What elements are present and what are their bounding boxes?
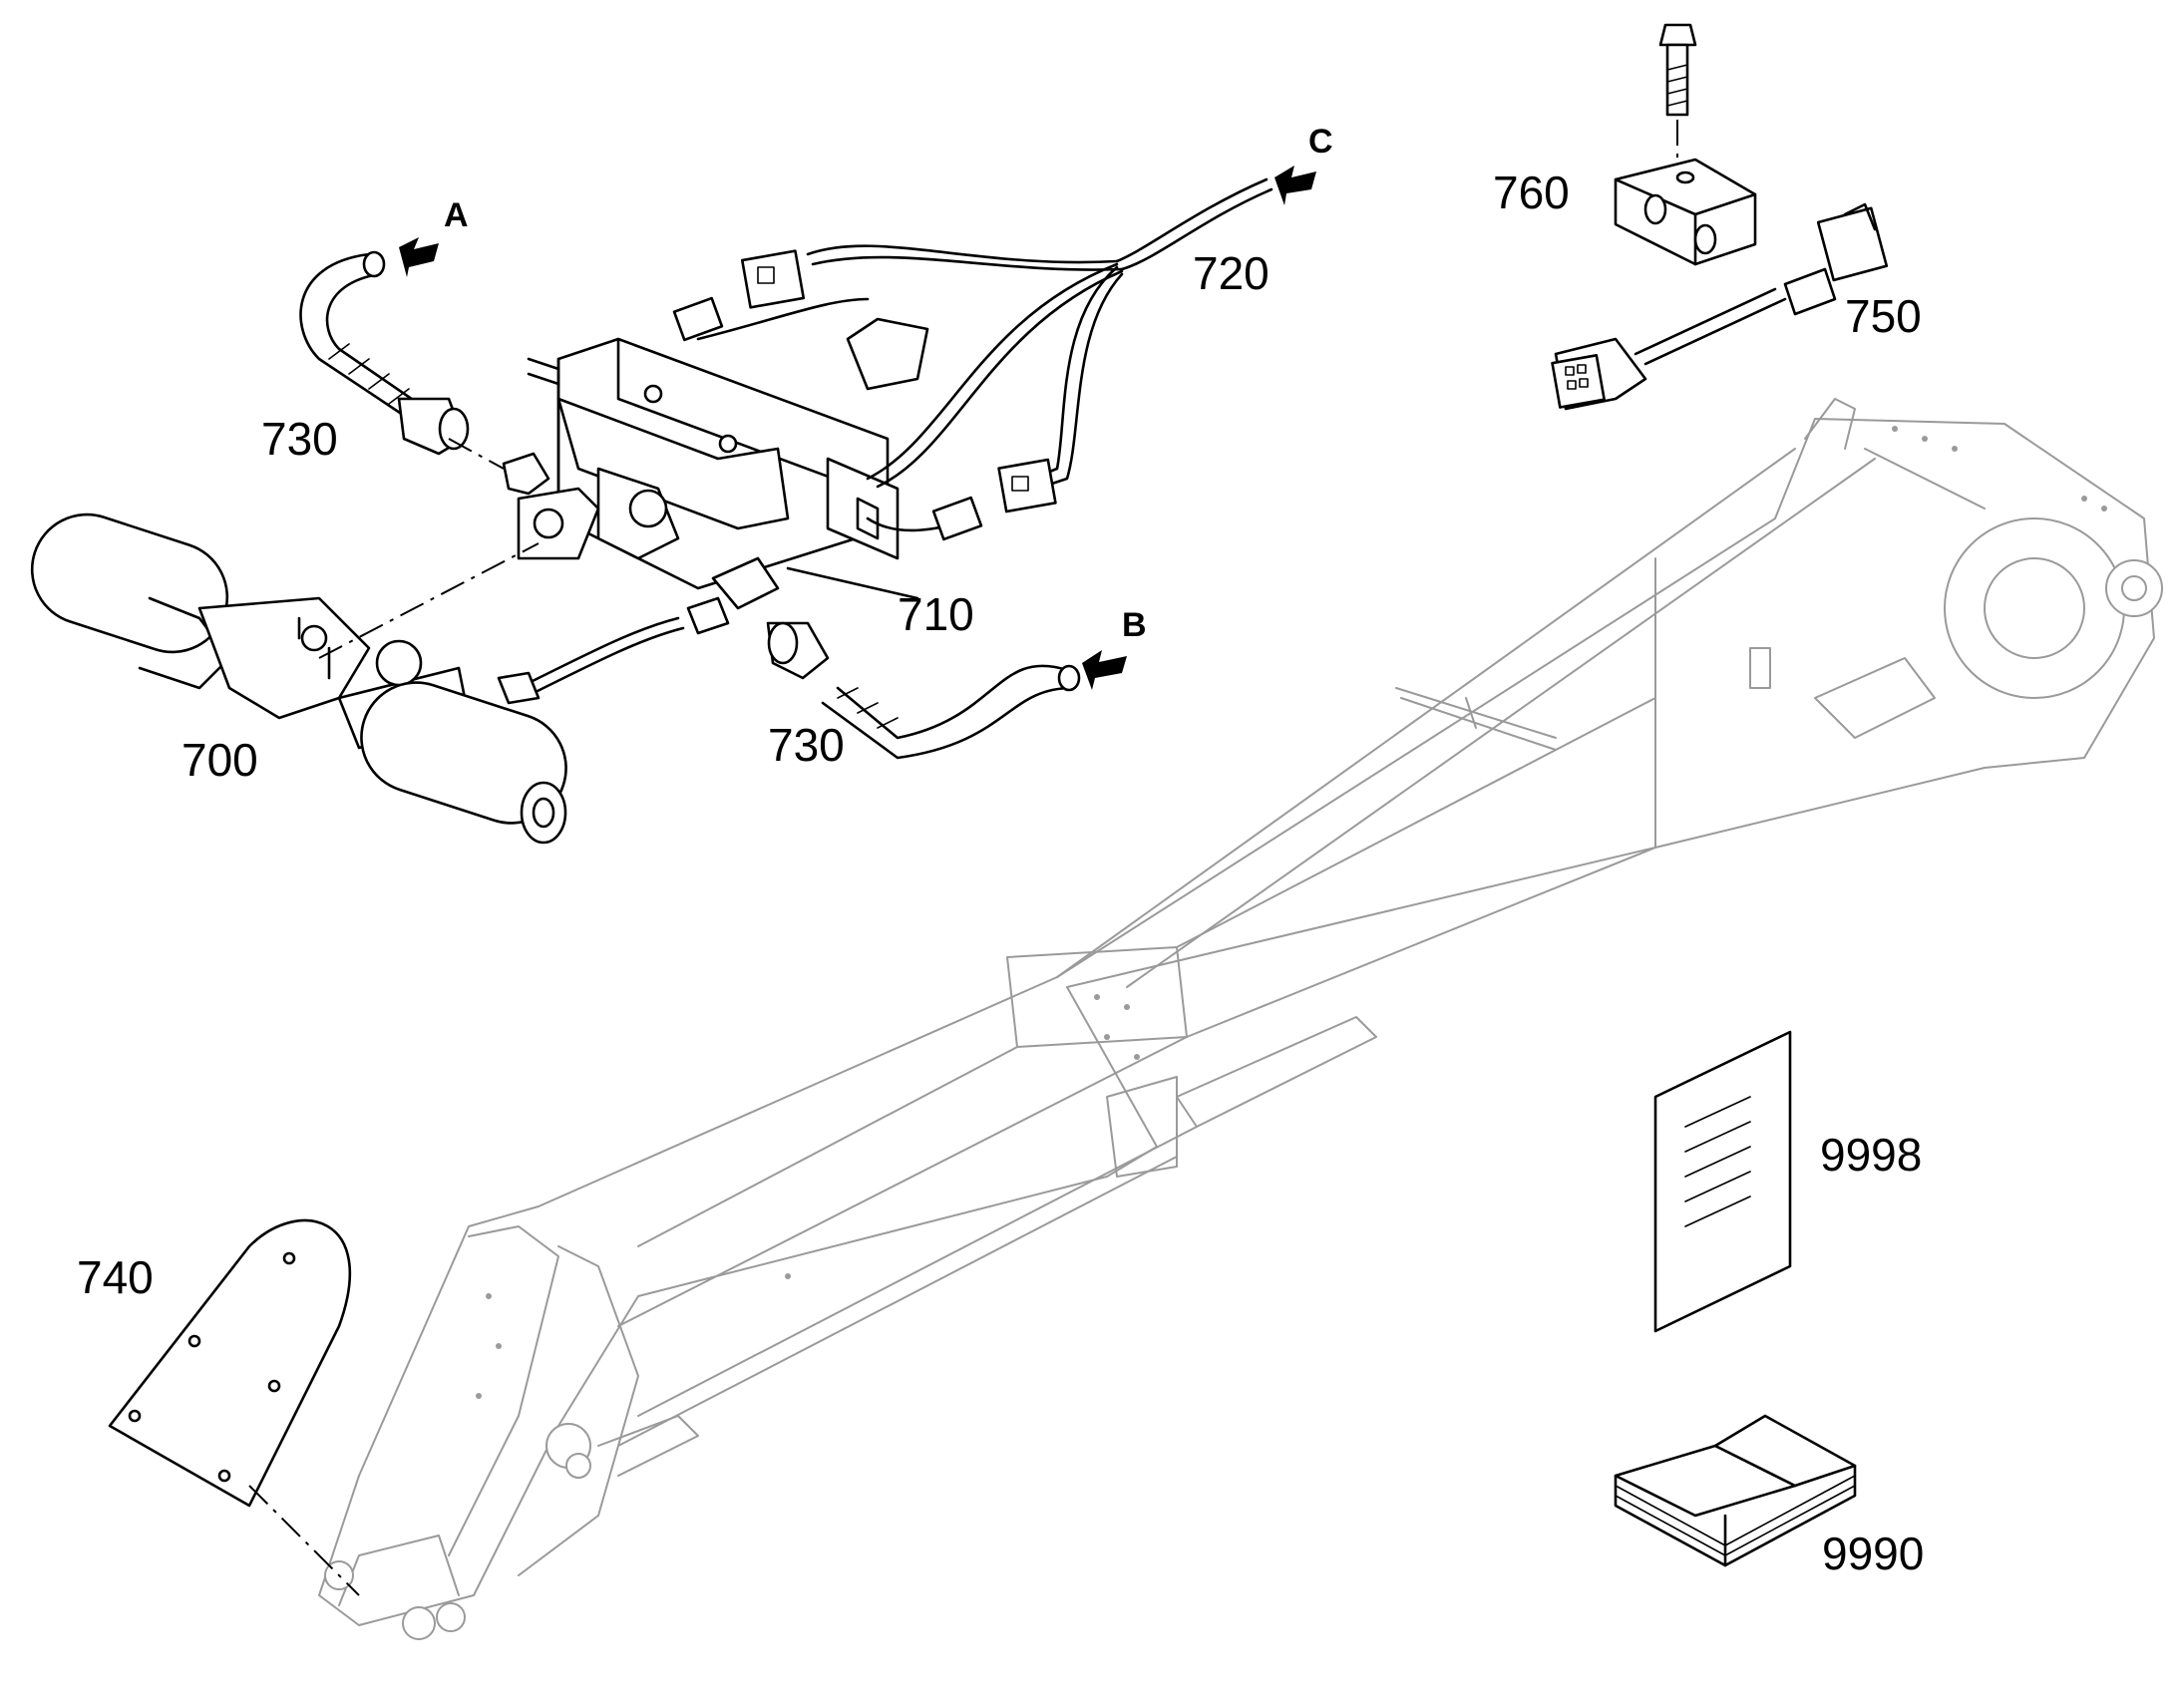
- cover-plate-740: [108, 1218, 360, 1596]
- callout-9998: 9998: [1820, 1129, 1922, 1181]
- leader-700-710: [318, 542, 540, 659]
- boom-assembly: [318, 398, 2163, 1640]
- callout-720: 720: [1193, 247, 1270, 299]
- callout-730-bottom: 730: [768, 719, 845, 771]
- callout-710: 710: [898, 588, 974, 640]
- leader-730-top: [448, 438, 505, 470]
- arrow-a-label: A: [444, 196, 469, 234]
- cable-harness-720: [672, 177, 1273, 541]
- hose-730-bottom: [497, 616, 1081, 760]
- clamp-760: [1614, 23, 1757, 266]
- arrow-b: B: [1082, 606, 1147, 690]
- arrow-a: A: [399, 196, 469, 277]
- callout-730-top: 730: [261, 413, 338, 465]
- callout-740: 740: [77, 1251, 154, 1303]
- hose-730-top: [299, 250, 550, 496]
- arrow-b-label: B: [1122, 606, 1147, 644]
- callout-760: 760: [1493, 167, 1570, 218]
- handle-700: [30, 512, 567, 845]
- manual-9990: [1614, 1414, 1857, 1567]
- leader-710: [786, 566, 919, 600]
- callout-700: 700: [182, 734, 258, 786]
- arrow-c-label: C: [1308, 123, 1333, 161]
- connector-cable-750: [1551, 202, 1889, 411]
- document-9998: [1653, 1030, 1792, 1333]
- arrow-c: C: [1274, 123, 1333, 205]
- callout-9990: 9990: [1822, 1528, 1924, 1579]
- callout-750: 750: [1845, 290, 1922, 342]
- valve-block-710: [517, 317, 929, 635]
